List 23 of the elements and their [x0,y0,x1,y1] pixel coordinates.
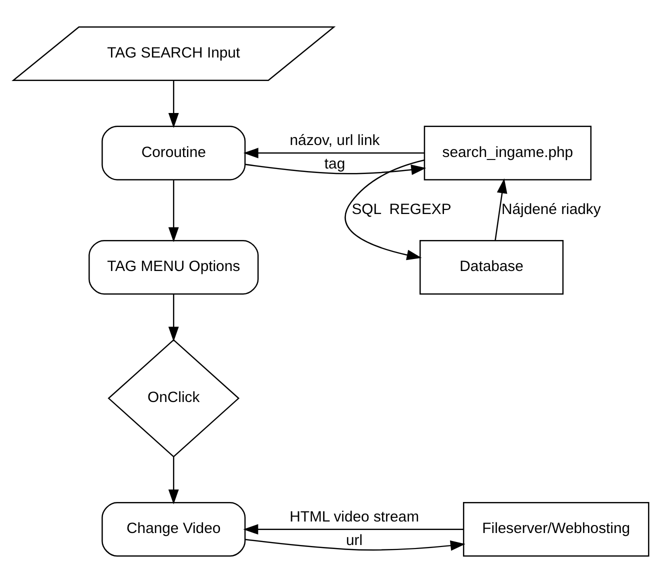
arrow [168,80,179,128]
arrow [494,178,508,240]
arrow [168,456,179,504]
edge-label: url [346,532,363,548]
arrow [168,294,179,342]
node-box: Change Video [102,502,246,556]
node-box: search_ingame.php [424,125,592,180]
node-box: TAG MENU Options [88,239,259,294]
edge-label: HTML video stream [290,508,419,525]
arrow [243,524,464,534]
arrow [168,180,179,242]
node-box: Fileserver/Webhosting [462,502,650,556]
node-box: Coroutine [102,125,246,180]
arrow [245,538,466,550]
edge-label: SQL REGEXP [352,202,452,218]
arrow [344,159,424,260]
edge-label: názov, url link [290,132,380,149]
arrow [244,163,426,174]
edge-label: Nájdené riadky [501,202,601,218]
arrow [243,147,424,158]
node-box: Database [420,239,564,294]
node-diamond: OnClick [108,338,240,457]
edge-label: tag [324,156,346,172]
